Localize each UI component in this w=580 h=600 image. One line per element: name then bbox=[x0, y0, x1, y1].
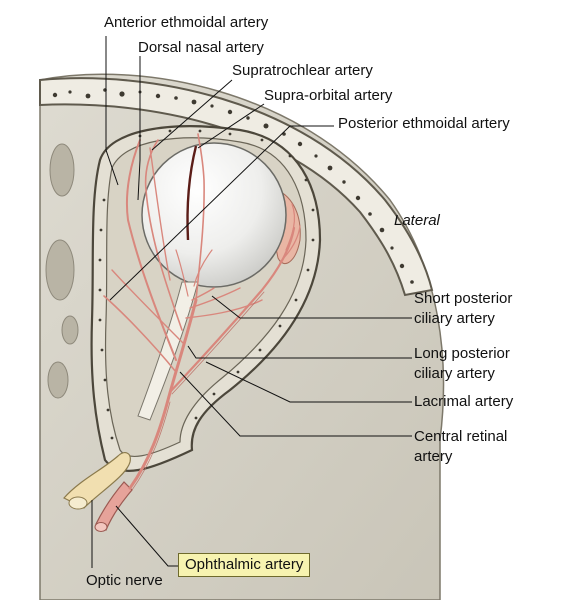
leader-supratrochlear bbox=[151, 79, 233, 151]
leader-supraorbital bbox=[197, 103, 265, 149]
label-central-retinal-line1: Central retinal bbox=[414, 428, 508, 445]
orbit-rim-dots bbox=[98, 129, 315, 440]
leader-central-retinal bbox=[179, 371, 412, 437]
label-posterior-ethmoidal-artery: Posterior ethmoidal artery bbox=[338, 115, 510, 132]
label-long-posterior-ciliary-line2: ciliary artery bbox=[414, 365, 495, 382]
label-anterior-ethmoidal-artery: Anterior ethmoidal artery bbox=[104, 14, 269, 31]
label-short-posterior-ciliary-line1: Short posterior bbox=[414, 290, 513, 307]
label-short-posterior-ciliary-line2: ciliary artery bbox=[414, 310, 495, 327]
label-ophthalmic-artery: Ophthalmic artery bbox=[178, 553, 311, 577]
eyeball bbox=[141, 142, 287, 288]
eyeball-vessel-dark bbox=[186, 145, 198, 241]
leader-long-posterior-ciliary bbox=[187, 345, 412, 359]
skull-vault bbox=[39, 77, 434, 297]
label-supratrochlear-artery: Supratrochlear artery bbox=[232, 62, 373, 79]
label-optic-nerve: Optic nerve bbox=[86, 572, 163, 589]
leader-posterior-ethmoidal bbox=[109, 125, 334, 301]
label-long-posterior-ciliary-line1: Long posterior bbox=[414, 345, 510, 362]
leader-dorsal-nasal bbox=[137, 56, 141, 201]
leader-short-posterior-ciliary bbox=[211, 295, 412, 319]
arterial-tree-outline bbox=[131, 291, 265, 491]
label-lateral: Lateral bbox=[394, 212, 440, 229]
leader-lines bbox=[91, 36, 412, 568]
arterial-tree bbox=[103, 133, 301, 490]
optic-nerve-cut-end bbox=[68, 496, 88, 510]
leader-ophthalmic bbox=[115, 505, 178, 567]
label-lacrimal-artery: Lacrimal artery bbox=[414, 393, 514, 410]
label-dorsal-nasal-artery: Dorsal nasal artery bbox=[138, 39, 264, 56]
ophthalmic-artery-cut-end bbox=[94, 522, 108, 532]
ethmoid-region bbox=[45, 143, 79, 399]
optic-nerve-stump bbox=[63, 452, 131, 509]
label-supraorbital-artery: Supra-orbital artery bbox=[264, 87, 393, 104]
leader-anterior-ethmoidal bbox=[105, 36, 119, 186]
optic-nerve-intraorbital bbox=[137, 281, 199, 421]
label-central-retinal-line2: artery bbox=[414, 448, 453, 465]
leader-lacrimal bbox=[205, 361, 412, 403]
